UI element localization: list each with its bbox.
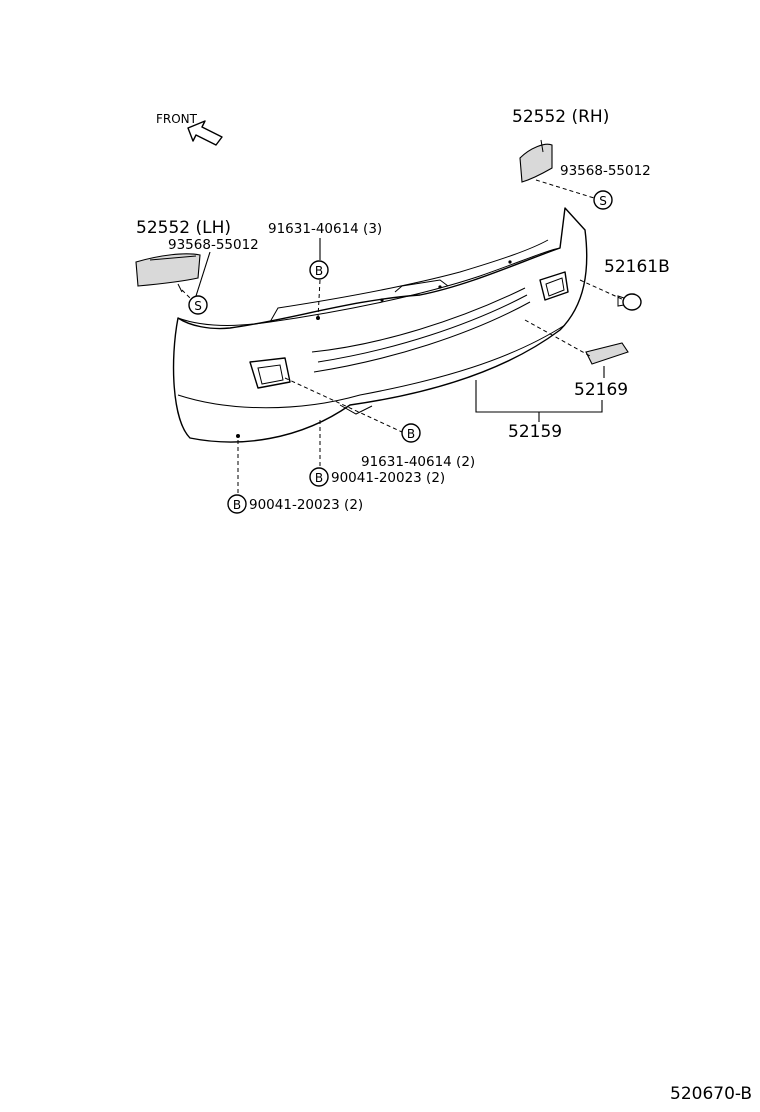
svg-text:S: S: [194, 299, 202, 313]
part-label-bumper: 52159: [508, 422, 562, 442]
callout-b-top: B: [309, 260, 329, 280]
bracket-illustration: [585, 342, 629, 365]
svg-text:S: S: [599, 194, 607, 208]
clip-illustration: [617, 293, 642, 311]
part-label-bolt-bottom: 91631-40614 (2): [361, 454, 475, 470]
bumper-assembly: [172, 207, 588, 443]
part-label-clip-a: 90041-20023 (2): [331, 470, 445, 486]
callout-s-rh: S: [593, 190, 613, 210]
part-label-end-cap-rh: 52552 (RH): [512, 107, 609, 127]
callout-b-clip-b: B: [227, 494, 247, 514]
front-label: FRONT: [156, 112, 198, 126]
svg-text:B: B: [233, 498, 241, 512]
part-label-screw-lh: 93568-55012: [168, 237, 259, 253]
callout-b-clip-a: B: [309, 467, 329, 487]
catalog-code: 520670-B: [670, 1084, 752, 1104]
svg-text:B: B: [315, 264, 323, 278]
part-label-bolt-top: 91631-40614 (3): [268, 221, 382, 237]
svg-text:B: B: [315, 471, 323, 485]
front-arrow-icon: [187, 120, 223, 146]
end-cap-rh-illustration: [519, 139, 553, 183]
part-label-clip: 52161B: [604, 257, 670, 277]
part-label-screw-rh: 93568-55012: [560, 163, 651, 179]
end-cap-lh-illustration: [135, 253, 201, 293]
callout-b-bottom: B: [401, 423, 421, 443]
part-label-end-cap-lh: 52552 (LH): [136, 218, 231, 238]
svg-text:B: B: [407, 427, 415, 441]
callout-s-lh: S: [188, 295, 208, 315]
part-label-bracket: 52169: [574, 380, 628, 400]
part-label-clip-b: 90041-20023 (2): [249, 497, 363, 513]
